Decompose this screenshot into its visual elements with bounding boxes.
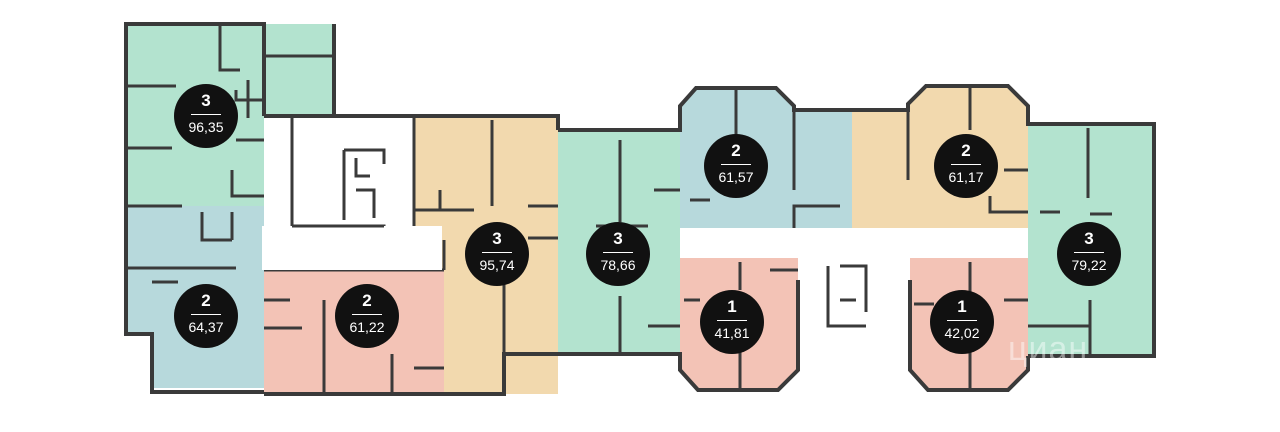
area-value: 61,17 bbox=[948, 169, 984, 185]
rooms-count: 1 bbox=[727, 297, 737, 316]
badge-divider bbox=[352, 314, 382, 315]
badge-divider bbox=[191, 114, 221, 115]
corridor bbox=[262, 118, 1028, 370]
rooms-count: 1 bbox=[957, 297, 967, 316]
badge-divider bbox=[951, 164, 981, 165]
wall-mid-top bbox=[264, 114, 560, 130]
rooms-count: 2 bbox=[731, 141, 741, 160]
badge-divider bbox=[721, 164, 751, 165]
watermark-logo: циан bbox=[1008, 330, 1089, 368]
apartment-fills bbox=[126, 24, 1154, 394]
wall-right-bottom bbox=[908, 280, 1030, 392]
area-value: 78,66 bbox=[600, 257, 636, 273]
badge-divider bbox=[482, 252, 512, 253]
apartment-badge-61-57[interactable]: 2 61,57 bbox=[704, 134, 768, 198]
area-value: 96,35 bbox=[188, 119, 224, 135]
area-value: 41,81 bbox=[714, 325, 750, 341]
apartment-badge-61-22[interactable]: 2 61,22 bbox=[335, 284, 399, 348]
rooms-count: 2 bbox=[201, 291, 211, 310]
apartment-badge-42-02[interactable]: 1 42,02 bbox=[930, 290, 994, 354]
wall-center-bottom bbox=[558, 280, 800, 392]
badge-divider bbox=[603, 252, 633, 253]
area-value: 95,74 bbox=[479, 257, 515, 273]
badge-divider bbox=[191, 314, 221, 315]
apartment-badge-41-81[interactable]: 1 41,81 bbox=[700, 290, 764, 354]
rooms-count: 3 bbox=[201, 91, 211, 110]
badge-divider bbox=[1074, 252, 1104, 253]
area-value: 42,02 bbox=[944, 325, 980, 341]
rooms-count: 2 bbox=[961, 141, 971, 160]
wall-mid-bottom bbox=[264, 352, 558, 396]
area-value: 79,22 bbox=[1071, 257, 1107, 273]
badge-divider bbox=[947, 320, 977, 321]
apartment-badge-64-37[interactable]: 2 64,37 bbox=[174, 284, 238, 348]
apartment-badge-61-17[interactable]: 2 61,17 bbox=[934, 134, 998, 198]
area-value: 64,37 bbox=[188, 319, 224, 335]
apartment-badge-79-22[interactable]: 3 79,22 bbox=[1057, 222, 1121, 286]
rooms-count: 2 bbox=[362, 291, 372, 310]
stair-core bbox=[292, 148, 868, 328]
rooms-count: 3 bbox=[1084, 229, 1094, 248]
area-value: 61,57 bbox=[718, 169, 754, 185]
rooms-count: 3 bbox=[613, 229, 623, 248]
apartment-badge-95-74[interactable]: 3 95,74 bbox=[465, 222, 529, 286]
apartment-badge-78-66[interactable]: 3 78,66 bbox=[586, 222, 650, 286]
rooms-count: 3 bbox=[492, 229, 502, 248]
area-value: 61,22 bbox=[349, 319, 385, 335]
badge-divider bbox=[717, 320, 747, 321]
apartment-badge-96-35[interactable]: 3 96,35 bbox=[174, 84, 238, 148]
